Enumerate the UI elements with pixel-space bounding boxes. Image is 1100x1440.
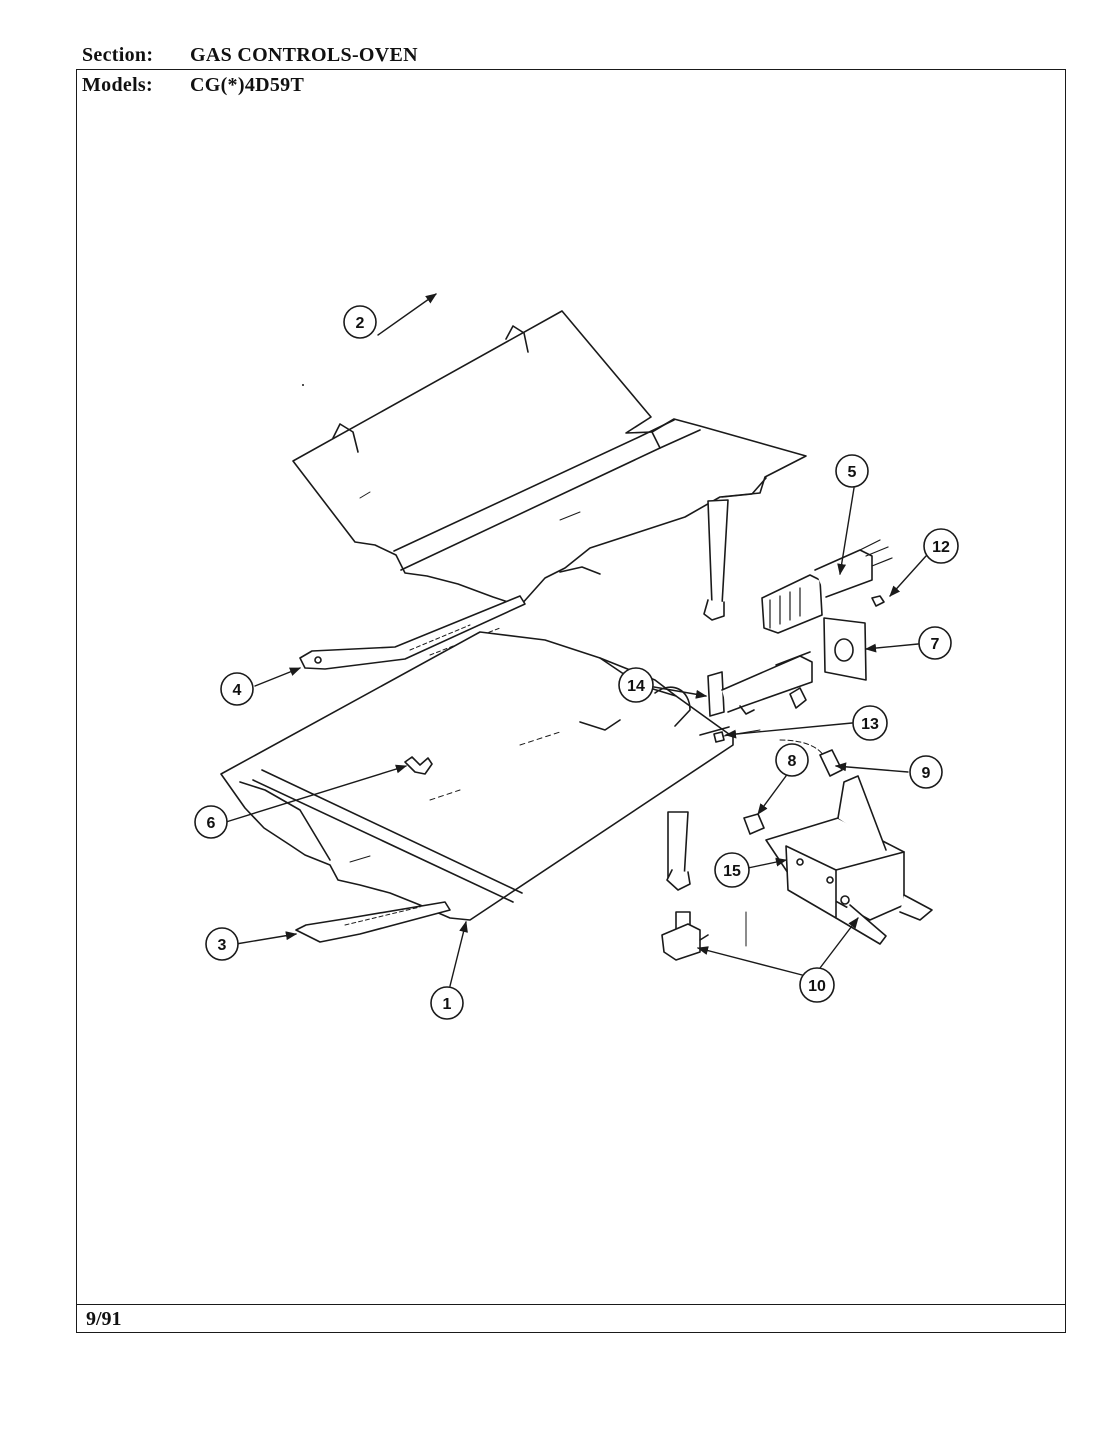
footer-divider <box>76 1304 1066 1305</box>
upper-burner-tube <box>703 499 729 621</box>
svg-text:5: 5 <box>848 464 857 481</box>
leader-15 <box>747 857 788 869</box>
wing-nut-part-6 <box>404 756 433 775</box>
callout-14: 14 <box>618 667 654 703</box>
leader-5 <box>837 487 855 576</box>
fitting-part-8 <box>743 813 765 835</box>
callout-5: 5 <box>835 454 869 488</box>
callout-12: 12 <box>923 528 959 564</box>
callout-8: 8 <box>775 743 809 777</box>
svg-text:1: 1 <box>443 996 452 1013</box>
svg-text:4: 4 <box>233 682 242 699</box>
scan-speck <box>302 384 304 386</box>
models-value: CG(*)4D59T <box>190 74 305 96</box>
callout-10: 10 <box>799 967 835 1003</box>
leader-7 <box>864 643 919 653</box>
svg-text:10: 10 <box>808 978 826 995</box>
callout-15: 15 <box>714 852 750 888</box>
gas-valve-part-15 <box>765 775 933 945</box>
revision-date: 9/91 <box>86 1308 122 1330</box>
section-label: Section: <box>82 44 154 66</box>
svg-text:6: 6 <box>207 815 216 832</box>
section-title: GAS CONTROLS-OVEN <box>190 44 418 66</box>
svg-text:14: 14 <box>627 678 645 695</box>
svg-text:12: 12 <box>932 539 950 556</box>
leader-10b <box>819 917 859 969</box>
svg-text:3: 3 <box>218 937 227 954</box>
mounting-plate-part-7 <box>823 617 867 681</box>
models-label: Models: <box>82 74 153 96</box>
screw-part-12 <box>871 595 885 607</box>
callout-4: 4 <box>220 672 254 706</box>
lower-baffle-part <box>220 631 734 921</box>
leader-1 <box>449 920 468 987</box>
svg-text:13: 13 <box>861 716 879 733</box>
orifice-elbow-part-10 <box>661 911 747 961</box>
leader-lines <box>225 293 927 987</box>
leader-9 <box>834 762 909 773</box>
lower-burner-tube <box>666 811 691 891</box>
leader-3 <box>235 931 298 945</box>
page-frame <box>76 69 1066 1333</box>
svg-text:15: 15 <box>723 863 741 880</box>
callout-9: 9 <box>909 755 943 789</box>
leader-2 <box>377 293 437 336</box>
svg-text:7: 7 <box>931 636 940 653</box>
svg-text:8: 8 <box>788 753 797 770</box>
leader-6 <box>225 764 408 823</box>
callout-3: 3 <box>205 927 239 961</box>
leader-10a <box>696 946 807 977</box>
callout-1: 1 <box>430 986 464 1020</box>
svg-text:2: 2 <box>356 315 365 332</box>
leader-14 <box>653 686 708 699</box>
callout-7: 7 <box>918 626 952 660</box>
leader-13 <box>724 722 853 739</box>
pilot-holder-part-14 <box>707 651 813 717</box>
callout-13: 13 <box>852 705 888 741</box>
upper-baffle-part <box>292 310 807 607</box>
svg-text:9: 9 <box>922 765 931 782</box>
callout-6: 6 <box>194 805 228 839</box>
leader-8 <box>757 775 787 815</box>
callout-2: 2 <box>343 305 377 339</box>
bracket-part-3 <box>295 901 451 943</box>
leader-4 <box>254 667 302 687</box>
leader-12 <box>889 555 927 597</box>
